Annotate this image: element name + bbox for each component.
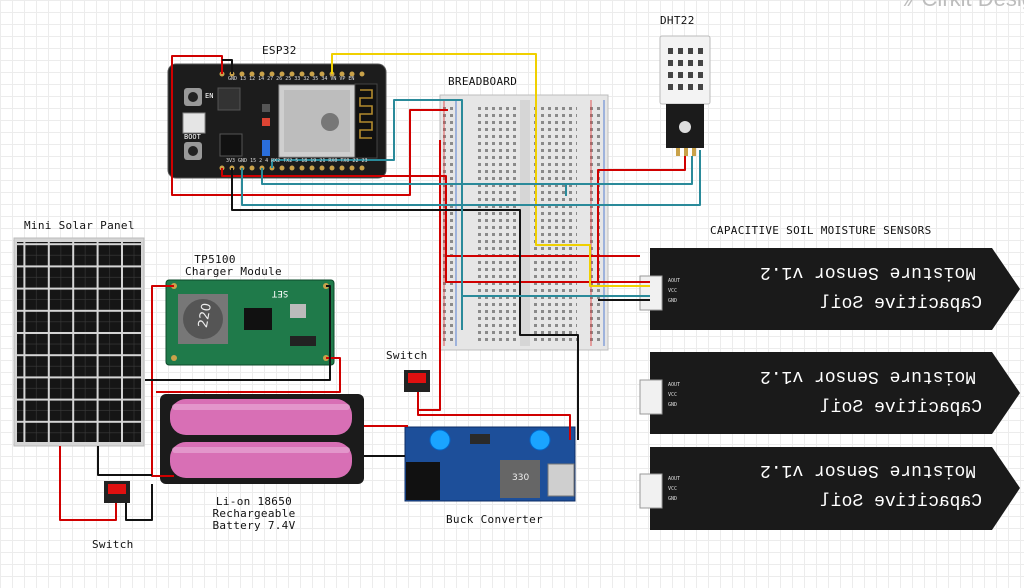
- sensor2-pin-gnd: GND: [668, 402, 678, 408]
- breadboard-label: BREADBOARD: [448, 75, 518, 88]
- wires: [59, 53, 701, 521]
- soil-sensor-3[interactable]: [639, 447, 1020, 530]
- mini-solar-panel[interactable]: [13, 237, 145, 447]
- battery-label-line2: Rechargeable: [212, 507, 296, 520]
- soil-sensor-1[interactable]: [639, 248, 1020, 330]
- sensor1-text-line2: Capacitive Soil: [820, 294, 983, 314]
- switch-middle-label: Switch: [386, 349, 428, 362]
- battery-label-line1: Li-on 18650: [215, 495, 293, 508]
- sensor2-text-line1: Moisture Sensor v1.2: [760, 366, 977, 386]
- buck-converter[interactable]: [404, 426, 576, 502]
- sensor1-text-line1: Moisture Sensor v1.2: [760, 262, 977, 282]
- switch-bottom-label: Switch: [92, 538, 134, 551]
- sensor3-text-line2: Capacitive Soil: [820, 492, 983, 512]
- sensor3-text-line1: Moisture Sensor v1.2: [760, 460, 977, 480]
- sensor2-text-line2: Capacitive Soil: [820, 398, 983, 418]
- sensor3-pin-gnd: GND: [668, 496, 678, 502]
- esp32-top-pin-labels: GND 13 12 14 27 26 25 33 32 35 34 VN VP …: [228, 76, 355, 82]
- soil-sensor-2[interactable]: [639, 352, 1020, 434]
- switch-bottom[interactable]: [104, 481, 130, 503]
- esp32-label: ESP32: [262, 44, 297, 57]
- buck-converter-label: Buck Converter: [446, 513, 543, 526]
- dht22-sensor[interactable]: [659, 35, 711, 156]
- sensor3-pin-vcc: VCC: [668, 486, 678, 492]
- sensor1-pin-gnd: GND: [668, 298, 678, 304]
- breadboard[interactable]: [439, 94, 609, 351]
- tp5100-set-label: SET: [272, 288, 289, 298]
- sensor3-pin-aout: AOUT: [668, 476, 681, 482]
- solar-panel-label: Mini Solar Panel: [24, 219, 135, 232]
- tp5100-label-line2: Charger Module: [185, 265, 282, 278]
- cirkit-designer-watermark: ∕∕ Cirkit Desig: [908, 0, 1024, 12]
- tp5100-label-line1: TP5100: [194, 253, 236, 266]
- tp5100-charger-module[interactable]: [165, 279, 335, 366]
- battery-pack-18650[interactable]: [160, 394, 364, 484]
- sensor1-pin-vcc: VCC: [668, 288, 678, 294]
- esp32-boot-label: BOOT: [184, 133, 201, 141]
- soil-sensors-title: CAPACITIVE SOIL MOISTURE SENSORS: [710, 224, 932, 237]
- sensor2-pin-vcc: VCC: [668, 392, 678, 398]
- sensor1-pin-aout: AOUT: [668, 278, 681, 284]
- battery-label-line3: Battery 7.4V: [212, 519, 296, 532]
- sensor2-pin-aout: AOUT: [668, 382, 681, 388]
- buck-inductor-label: 330: [512, 473, 530, 483]
- switch-middle[interactable]: [404, 370, 430, 392]
- esp32-bottom-pin-labels: 3V3 GND 15 2 4 RX2 TX2 5 18 19 21 RX0 TX…: [226, 158, 368, 164]
- esp32-board[interactable]: [167, 63, 387, 179]
- esp32-en-label: EN: [205, 92, 214, 100]
- dht22-label: DHT22: [660, 14, 695, 27]
